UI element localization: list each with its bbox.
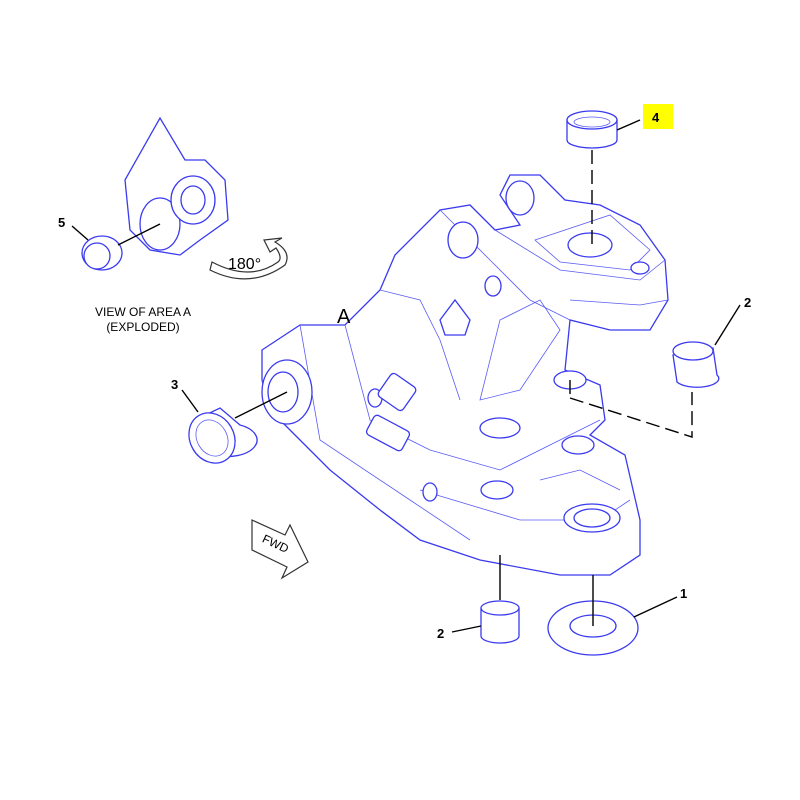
view-caption-line1: VIEW OF AREA A [95,305,191,319]
leader-lines [71,119,741,633]
detail-view-area-a [124,116,229,256]
callout-5: 5 [58,215,65,230]
rotation-arrow-icon [209,237,288,280]
callout-2-right: 2 [744,295,751,310]
callout-1: 1 [680,586,687,601]
bushing-item-2-right [672,341,720,388]
callout-4: 4 [652,110,660,125]
rotation-label: 180° [228,256,261,273]
bushing-item-5 [81,235,123,271]
bushing-item-2-bottom [480,600,520,644]
callout-2-bottom: 2 [437,626,444,641]
frame-assembly [261,174,669,576]
callout-3: 3 [171,377,178,392]
view-caption-line2: (EXPLODED) [106,320,179,334]
callout-highlight [643,104,673,129]
area-label: A [337,306,351,328]
fwd-arrow-icon [251,519,309,580]
bearing-item-4 [566,110,618,149]
bushing-item-3 [188,407,258,464]
